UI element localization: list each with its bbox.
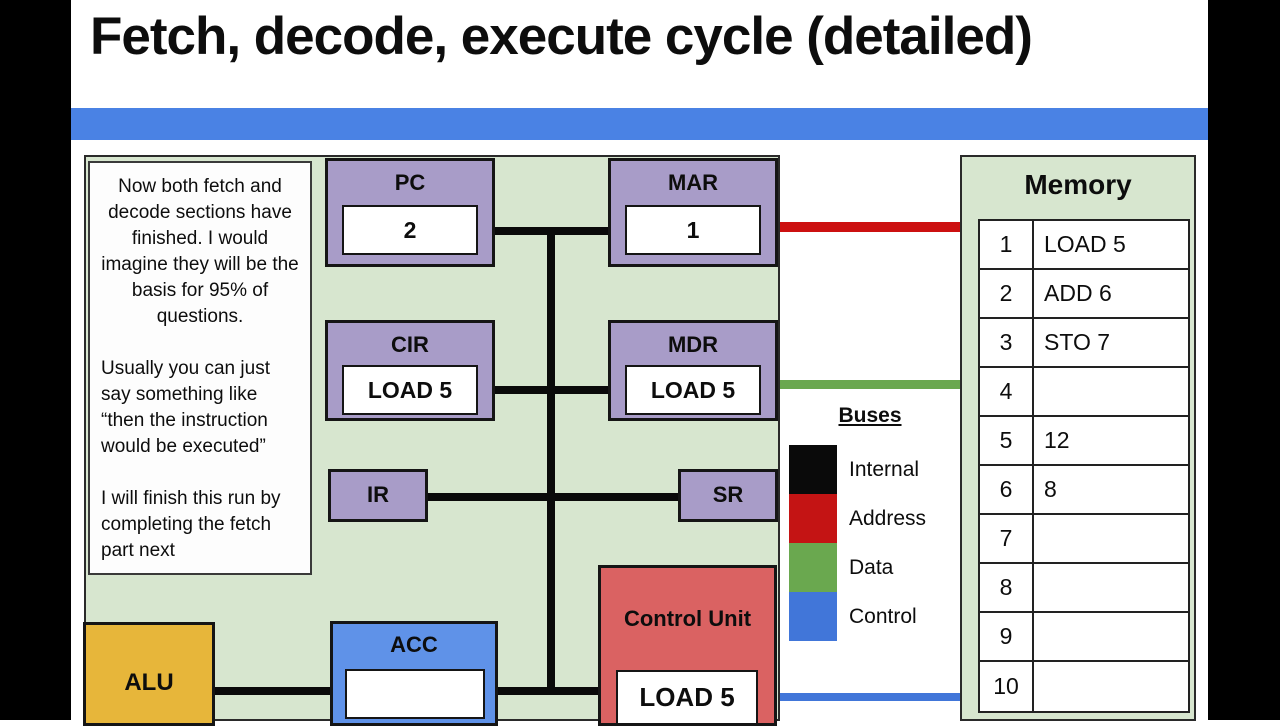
letterbox-bar-left: [0, 0, 71, 720]
memory-row: 4: [980, 368, 1188, 417]
buses-legend-title: Buses: [838, 404, 902, 427]
register-ir-label: IR: [367, 482, 389, 507]
memory-value-cell: 12: [1044, 427, 1070, 453]
legend-row-address: Address: [789, 494, 926, 543]
register-cir: CIR LOAD 5: [325, 320, 495, 421]
internal-bus-acc-cu-line: [498, 687, 598, 695]
internal-bus-vertical-line: [547, 229, 555, 695]
memory-address-cell: 10: [980, 662, 1034, 711]
memory-row: 1 LOAD 5: [980, 221, 1188, 270]
slide-title: Fetch, decode, execute cycle (detailed): [90, 7, 1033, 66]
register-mar-label: MAR: [667, 170, 719, 195]
memory-row: 10: [980, 662, 1188, 711]
notes-paragraph-1: Now both fetch and decode sections have …: [101, 176, 299, 327]
control-bus-swatch: [789, 592, 837, 641]
memory-value-cell: ADD 6: [1044, 280, 1112, 306]
legend-label-control: Control: [849, 604, 917, 628]
memory-value-cell: [1034, 662, 1188, 711]
letterbox-bar-right: [1208, 0, 1280, 720]
memory-address-cell: 7: [980, 515, 1034, 562]
register-ir: IR: [328, 469, 428, 522]
register-cir-value: LOAD 5: [342, 365, 478, 415]
legend-label-data: Data: [849, 555, 894, 579]
memory-value-cell: [1034, 613, 1188, 660]
address-bus-line: [780, 222, 960, 232]
notes-text-box: Now both fetch and decode sections have …: [88, 161, 312, 575]
register-pc-label: PC: [394, 170, 426, 195]
register-mar: MAR 1: [608, 158, 778, 267]
title-divider-bar: [71, 108, 1208, 140]
accumulator-register: ACC: [330, 621, 498, 726]
memory-value-cell: LOAD 5: [1044, 231, 1126, 257]
alu-unit: ALU: [83, 622, 215, 726]
legend-row-internal: Internal: [789, 445, 926, 494]
memory-row: 5 12: [980, 417, 1188, 466]
memory-address-cell: 4: [980, 368, 1034, 415]
memory-title: Memory: [1024, 169, 1132, 200]
memory-value-cell: 8: [1044, 476, 1057, 502]
register-pc: PC 2: [325, 158, 495, 267]
memory-address-cell: 8: [980, 564, 1034, 611]
memory-table: 1 LOAD 5 2 ADD 6 3 STO 7 4 5 12 6 8 7 8 …: [978, 219, 1190, 713]
memory-address-cell: 6: [980, 466, 1034, 513]
memory-address-cell: 3: [980, 319, 1034, 366]
accumulator-label: ACC: [390, 632, 438, 657]
memory-address-cell: 1: [980, 221, 1034, 268]
control-unit-label: Control Unit: [623, 606, 752, 631]
register-mar-value: 1: [625, 205, 761, 255]
register-mdr: MDR LOAD 5: [608, 320, 778, 421]
legend-row-control: Control: [789, 592, 926, 641]
memory-row: 7: [980, 515, 1188, 564]
memory-address-cell: 9: [980, 613, 1034, 660]
memory-value-cell: [1034, 515, 1188, 562]
register-sr-label: SR: [712, 482, 744, 507]
register-sr: SR: [678, 469, 778, 522]
memory-address-cell: 5: [980, 417, 1034, 464]
alu-label: ALU: [124, 669, 174, 696]
address-bus-swatch: [789, 494, 837, 543]
internal-bus-alu-acc-line: [215, 687, 330, 695]
internal-bus-pc-mar-line: [495, 227, 608, 235]
memory-row: 6 8: [980, 466, 1188, 515]
data-bus-line: [780, 380, 960, 389]
legend-label-address: Address: [849, 506, 927, 530]
memory-row: 3 STO 7: [980, 319, 1188, 368]
buses-legend: Internal Address Data Control: [789, 445, 926, 641]
internal-bus-ir-sr-line: [428, 493, 678, 501]
notes-paragraph-3: I will finish this run by completing the…: [101, 488, 281, 561]
accumulator-value: [345, 669, 485, 719]
notes-paragraph-2: Usually you can just say something like …: [101, 358, 270, 457]
internal-bus-cir-mdr-line: [495, 386, 608, 394]
register-cir-label: CIR: [391, 332, 429, 357]
memory-value-cell: [1034, 368, 1188, 415]
register-mdr-label: MDR: [667, 332, 719, 357]
memory-value-cell: [1034, 564, 1188, 611]
data-bus-swatch: [789, 543, 837, 592]
register-mdr-value: LOAD 5: [625, 365, 761, 415]
memory-row: 9: [980, 613, 1188, 662]
memory-row: 2 ADD 6: [980, 270, 1188, 319]
control-unit: Control Unit LOAD 5: [598, 565, 777, 726]
internal-bus-swatch: [789, 445, 837, 494]
memory-address-cell: 2: [980, 270, 1034, 317]
control-bus-line: [780, 693, 960, 701]
memory-row: 8: [980, 564, 1188, 613]
memory-value-cell: STO 7: [1044, 329, 1111, 355]
legend-row-data: Data: [789, 543, 926, 592]
control-unit-value: LOAD 5: [616, 670, 758, 725]
legend-label-internal: Internal: [849, 457, 920, 481]
register-pc-value: 2: [342, 205, 478, 255]
